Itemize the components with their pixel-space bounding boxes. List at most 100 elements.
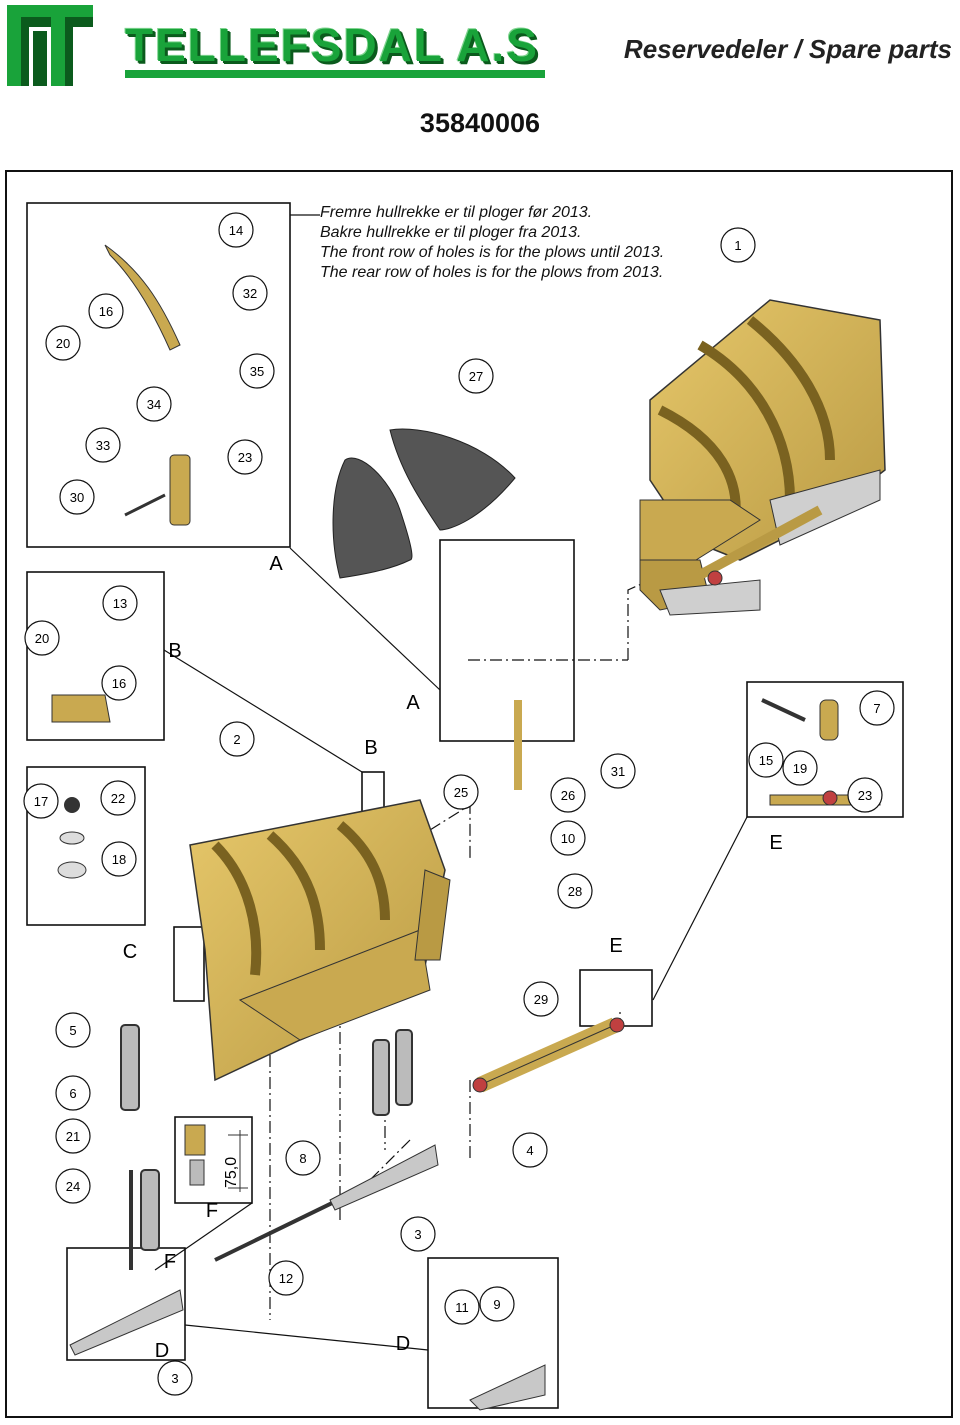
plow-blade-bottom xyxy=(189,799,451,1082)
callout-c4: 4 xyxy=(512,1132,548,1168)
callout-c15: 15 xyxy=(748,742,784,778)
detail-letter-A2: A xyxy=(406,692,420,714)
callout-c8: 8 xyxy=(285,1140,321,1176)
callout-c26: 26 xyxy=(550,777,586,813)
callout-label: 35 xyxy=(250,364,264,379)
callout-label: 9 xyxy=(493,1297,500,1312)
callout-label: 30 xyxy=(70,490,84,505)
callout-c30: 30 xyxy=(59,479,95,515)
callout-label: 32 xyxy=(243,286,257,301)
callout-c21: 21 xyxy=(55,1118,91,1154)
callout-c18: 18 xyxy=(101,841,137,877)
callout-c23b: 23 xyxy=(847,777,883,813)
brand-name: TELLEFSDAL A.S xyxy=(125,19,539,71)
callout-c1: 1 xyxy=(720,227,756,263)
callout-c31: 31 xyxy=(600,753,636,789)
callout-c12: 12 xyxy=(268,1260,304,1296)
callout-c2: 2 xyxy=(219,721,255,757)
callout-label: 23 xyxy=(858,788,872,803)
rubber-flaps xyxy=(332,428,516,579)
callout-c17: 17 xyxy=(23,783,59,819)
callout-label: 3 xyxy=(414,1227,421,1242)
callout-label: 6 xyxy=(69,1086,76,1101)
callout-label: 18 xyxy=(112,852,126,867)
detail-letter-B2: B xyxy=(364,737,377,759)
callout-label: 2 xyxy=(233,732,240,747)
company-logo xyxy=(5,3,95,88)
callout-c24: 24 xyxy=(55,1168,91,1204)
callout-c29: 29 xyxy=(523,981,559,1017)
hydraulic-cylinder xyxy=(472,1017,625,1093)
callout-label: 22 xyxy=(111,791,125,806)
callout-c27: 27 xyxy=(458,358,494,394)
callout-label: 7 xyxy=(873,701,880,716)
dimension-label: 75,0 xyxy=(223,1157,240,1188)
callout-c16b: 16 xyxy=(101,665,137,701)
callout-c35: 35 xyxy=(239,353,275,389)
callout-label: 13 xyxy=(113,596,127,611)
callout-label: 4 xyxy=(526,1143,533,1158)
callout-label: 19 xyxy=(793,761,807,776)
callout-c3a: 3 xyxy=(400,1216,436,1252)
callout-c23a: 23 xyxy=(227,439,263,475)
callout-c22: 22 xyxy=(100,780,136,816)
callout-c20b: 20 xyxy=(24,620,60,656)
callout-label: 26 xyxy=(561,788,575,803)
springs xyxy=(120,1024,413,1251)
callout-c33: 33 xyxy=(85,427,121,463)
detail-letter-D2: D xyxy=(396,1333,410,1355)
callout-c34: 34 xyxy=(136,386,172,422)
leader-lines xyxy=(154,214,748,1351)
callout-label: 10 xyxy=(561,831,575,846)
callout-label: 27 xyxy=(469,369,483,384)
callout-label: 31 xyxy=(611,764,625,779)
callout-c28: 28 xyxy=(557,873,593,909)
callout-label: 8 xyxy=(299,1151,306,1166)
note-line-3: The front row of holes is for the plows … xyxy=(320,244,665,261)
callout-label: 17 xyxy=(34,794,48,809)
callout-label: 16 xyxy=(112,676,126,691)
callout-c25: 25 xyxy=(443,774,479,810)
page-title: Reservedeler / Spare parts xyxy=(623,34,952,64)
callout-c13: 13 xyxy=(102,585,138,621)
detail-letter-E1: E xyxy=(769,832,782,854)
callout-label: 20 xyxy=(56,336,70,351)
callout-c16a: 16 xyxy=(88,293,124,329)
dimension-detail xyxy=(184,1124,248,1192)
detail-letter-F2: F xyxy=(164,1251,176,1273)
note-line-1: Fremre hullrekke er til ploger før 2013. xyxy=(320,204,593,221)
callout-c10: 10 xyxy=(550,820,586,856)
note-line-2: Bakre hullrekke er til ploger fra 2013. xyxy=(320,224,582,241)
callout-c9: 9 xyxy=(479,1286,515,1322)
callout-label: 3 xyxy=(171,1371,178,1386)
callout-label: 21 xyxy=(66,1129,80,1144)
detail-letter-D1: D xyxy=(155,1340,169,1362)
detail-letter-B1: B xyxy=(168,640,181,662)
callout-label: 33 xyxy=(96,438,110,453)
callout-c7: 7 xyxy=(859,690,895,726)
callout-label: 15 xyxy=(759,753,773,768)
detail-letter-F1: F xyxy=(206,1200,218,1222)
callout-label: 12 xyxy=(279,1271,293,1286)
callout-c14: 14 xyxy=(218,212,254,248)
drawing-frame xyxy=(5,170,953,1418)
callout-label: 5 xyxy=(69,1023,76,1038)
brand-underline xyxy=(125,70,545,78)
callout-label: 1 xyxy=(734,238,741,253)
callout-label: 24 xyxy=(66,1179,80,1194)
callout-c20a: 20 xyxy=(45,325,81,361)
callout-label: 23 xyxy=(238,450,252,465)
callout-label: 28 xyxy=(568,884,582,899)
callout-label: 11 xyxy=(455,1300,469,1315)
mount-rails xyxy=(69,1144,546,1411)
callout-c3b: 3 xyxy=(157,1360,193,1396)
detail-letter-A1: A xyxy=(269,553,283,575)
callout-c11: 11 xyxy=(444,1289,480,1325)
callout-c6: 6 xyxy=(55,1075,91,1111)
callout-label: 34 xyxy=(147,397,161,412)
plow-blade-top xyxy=(639,299,886,616)
callout-c32: 32 xyxy=(232,275,268,311)
